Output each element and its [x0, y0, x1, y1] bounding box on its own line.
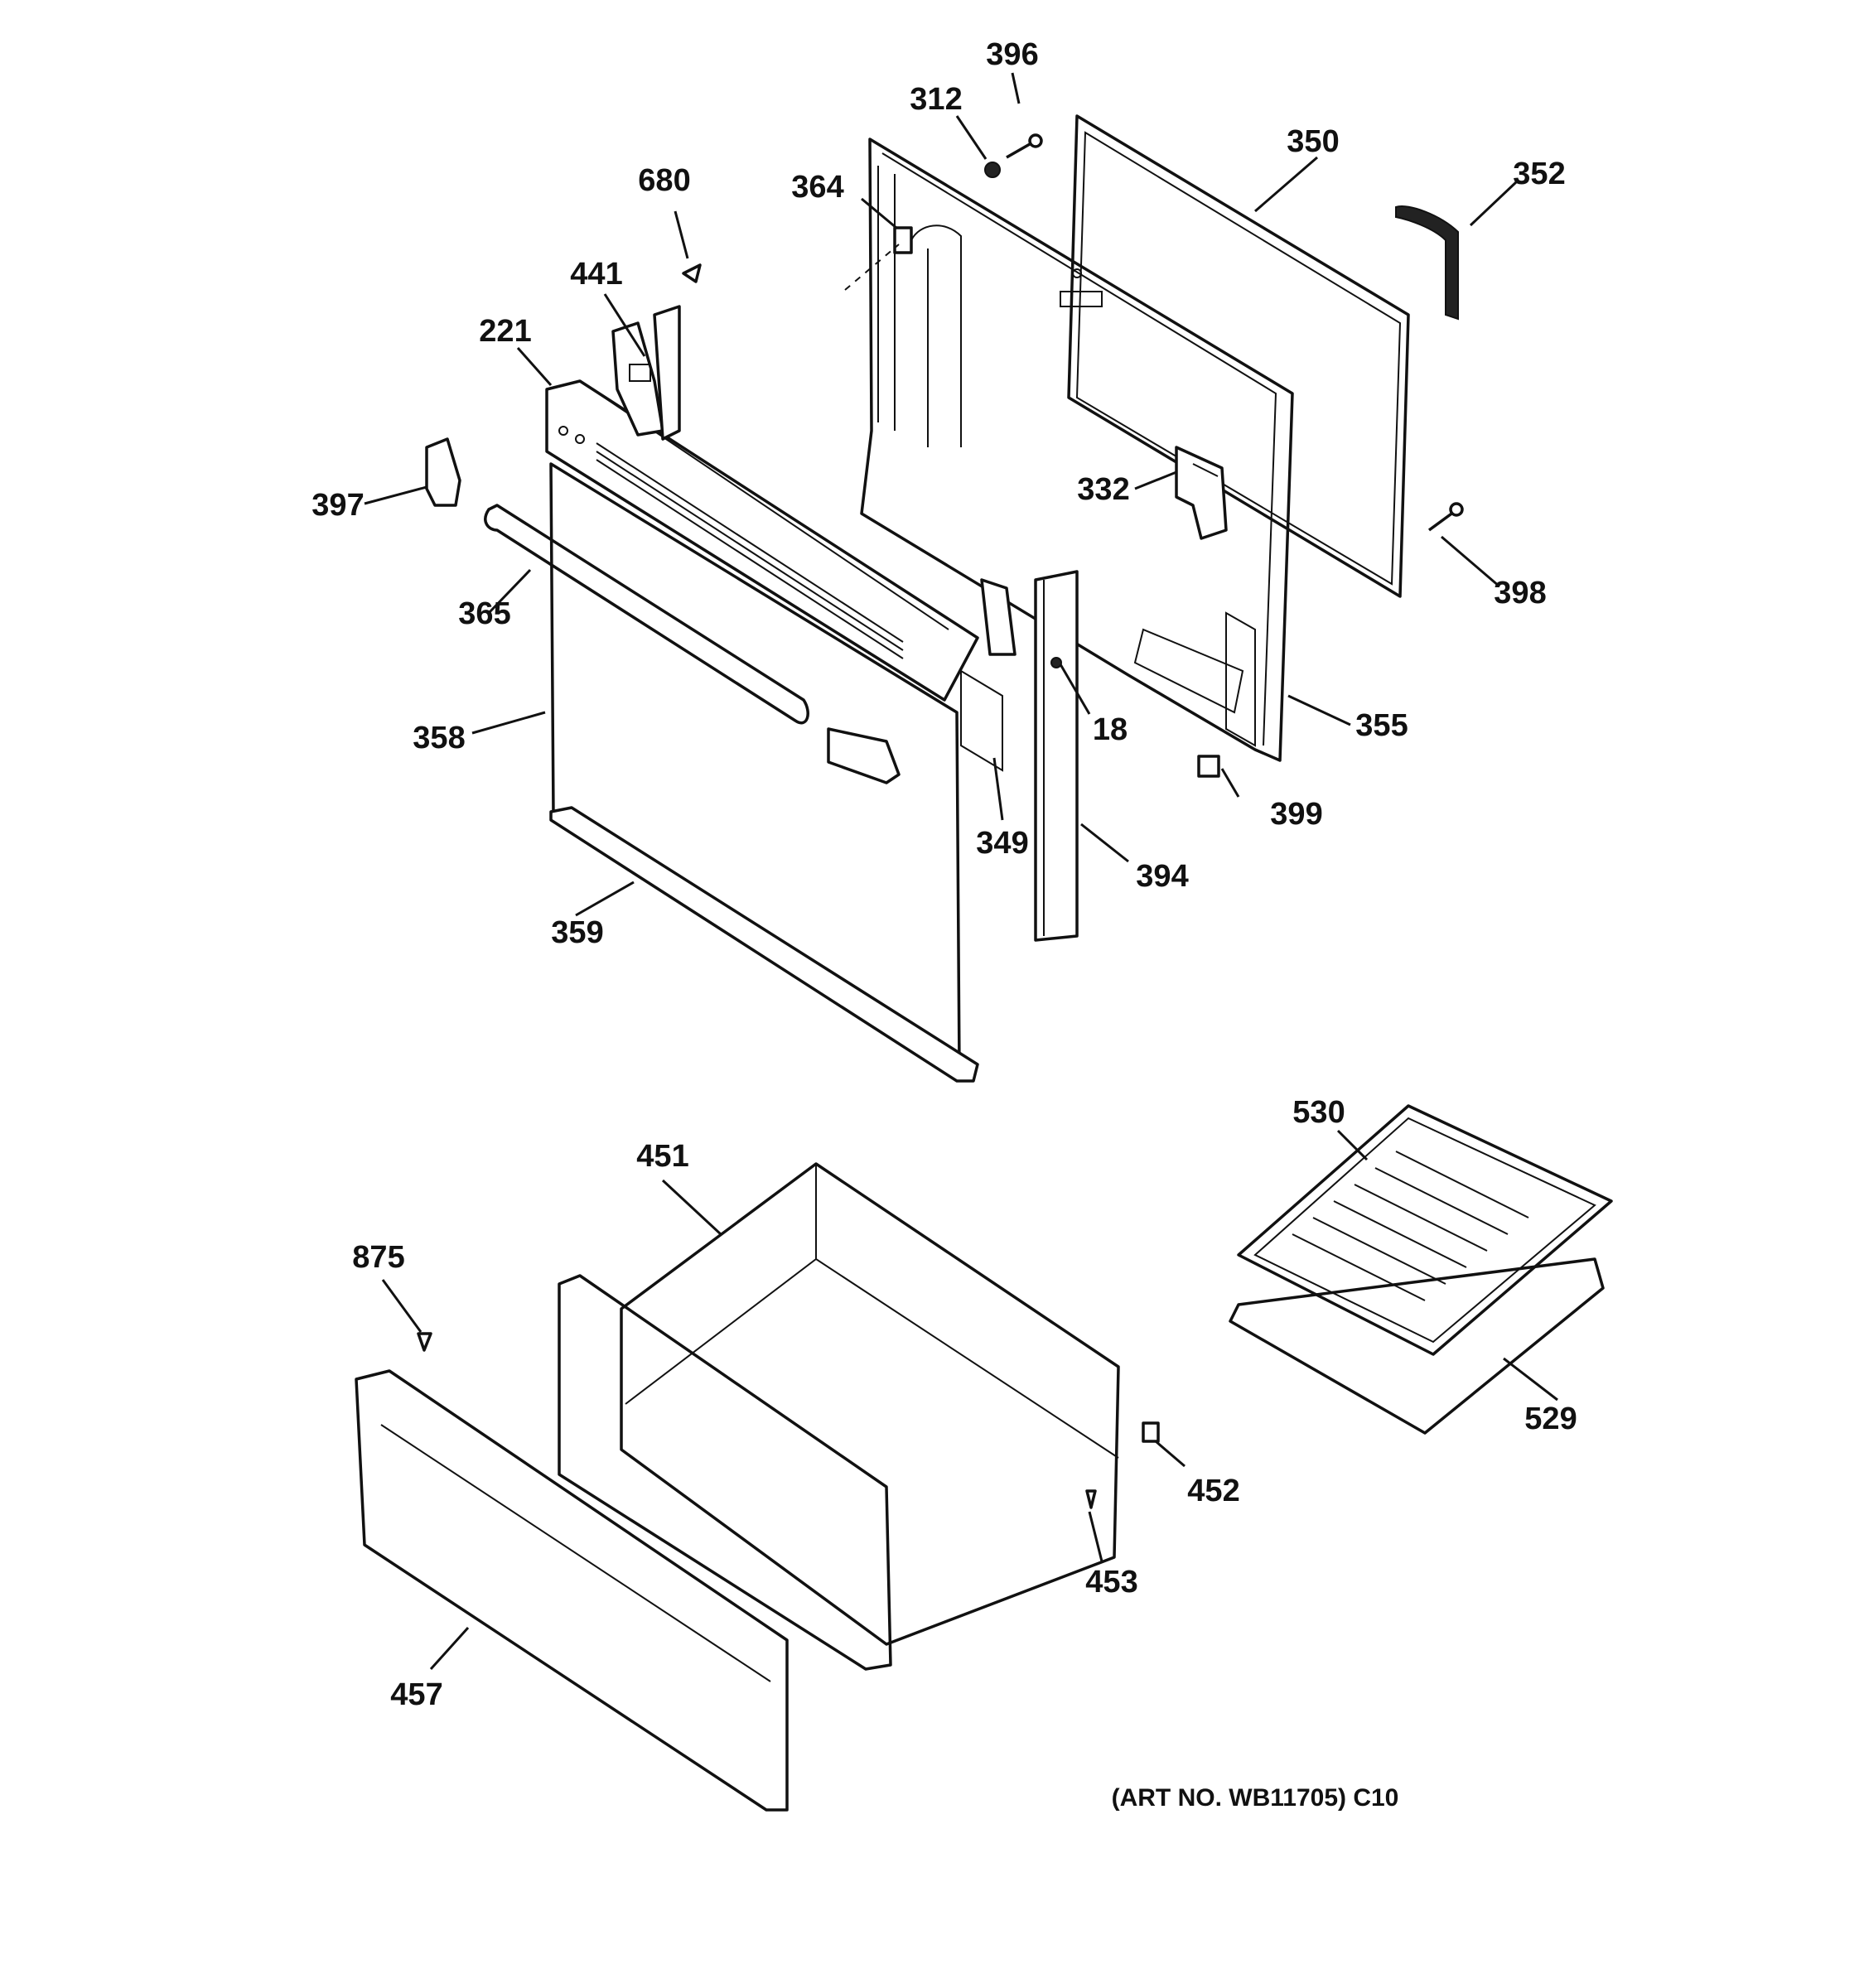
screw-875 — [417, 1332, 432, 1352]
callout-457: 457 — [390, 1677, 442, 1712]
door-frame-355 — [860, 138, 1294, 762]
spacer-349 — [960, 669, 1003, 772]
callout-18: 18 — [1093, 712, 1128, 747]
screw-453 — [1085, 1489, 1097, 1509]
callout-399: 399 — [1270, 797, 1322, 832]
callout-365: 365 — [458, 596, 510, 631]
art-number: (ART NO. WB11705) C10 — [1112, 1784, 1399, 1812]
callout-312: 312 — [910, 82, 962, 117]
screw-680 — [682, 263, 702, 283]
callout-396: 396 — [986, 37, 1038, 72]
door-post-394 — [1034, 570, 1079, 942]
callout-352: 352 — [1513, 157, 1565, 191]
insulation-332 — [1175, 446, 1228, 540]
callout-221: 221 — [479, 314, 531, 349]
leader-lines — [364, 72, 1558, 1671]
bumper-399 — [1197, 755, 1220, 778]
spacer-364 — [844, 226, 913, 291]
callout-349: 349 — [976, 826, 1028, 861]
drawer-box-451 — [620, 1162, 1120, 1646]
callout-350: 350 — [1287, 124, 1339, 159]
drawer-front-457 — [355, 1369, 789, 1812]
screw-396 — [1006, 133, 1043, 159]
door-glass-panel-350 — [1060, 114, 1410, 598]
callout-530: 530 — [1292, 1095, 1345, 1130]
callout-398: 398 — [1494, 576, 1546, 610]
callout-355: 355 — [1355, 708, 1408, 743]
callout-875: 875 — [352, 1240, 404, 1275]
drawer-inner-panel — [558, 1274, 892, 1671]
callout-359: 359 — [551, 915, 603, 950]
callout-451: 451 — [636, 1139, 688, 1174]
callout-332: 332 — [1077, 472, 1129, 507]
callout-397: 397 — [311, 488, 364, 523]
gasket-352 — [1395, 205, 1459, 321]
callout-680: 680 — [638, 163, 690, 198]
hinge-bracket-441 — [611, 305, 681, 441]
washer-312 — [984, 162, 1001, 178]
callout-453: 453 — [1085, 1565, 1137, 1600]
callout-452: 452 — [1187, 1474, 1239, 1508]
callout-529: 529 — [1524, 1402, 1577, 1436]
screw-18 — [1050, 657, 1062, 668]
callout-358: 358 — [413, 721, 465, 755]
callout-441: 441 — [570, 257, 622, 292]
door-handle-365 — [484, 504, 809, 725]
callout-labels: 396 312 350 352 680 364 441 221 397 332 … — [311, 37, 1577, 1712]
slide-stop-452 — [1142, 1421, 1160, 1443]
broiler-pan-insert-530 — [1237, 1104, 1613, 1356]
bottom-trim-359 — [549, 806, 979, 1083]
broiler-pan-529 — [1229, 1257, 1605, 1435]
end-cap-397 — [425, 437, 461, 507]
screw-398 — [1427, 502, 1464, 532]
callout-364: 364 — [791, 170, 843, 205]
control-panel-221 — [545, 379, 979, 702]
callout-394: 394 — [1136, 859, 1188, 894]
hinge-receiver — [980, 578, 1017, 656]
handle-end-cap — [827, 727, 901, 784]
